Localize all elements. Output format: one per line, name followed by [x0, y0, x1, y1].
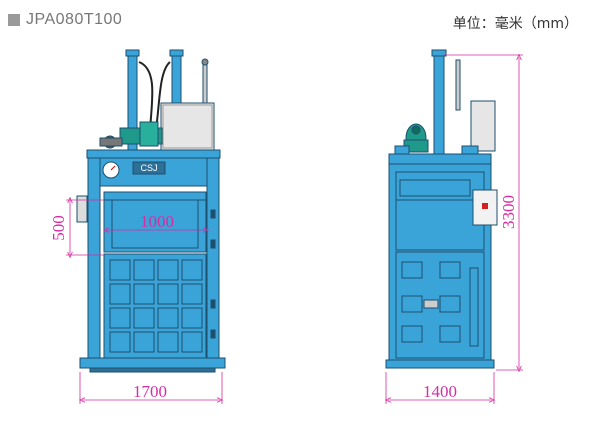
side-view	[385, 49, 498, 369]
side-electric-box	[472, 189, 498, 226]
emergency-stop-icon	[482, 203, 488, 209]
side-base	[385, 359, 495, 369]
front-view	[76, 49, 226, 373]
front-oil-tank	[160, 102, 215, 151]
unit-note: 单位：毫米（mm）	[452, 16, 578, 32]
side-dimension-lines	[386, 55, 523, 404]
model-title: JPA080T100	[26, 11, 123, 28]
front-dimension-lines	[66, 200, 222, 404]
front-cylinder-right	[171, 49, 182, 106]
side-cylinder	[433, 49, 445, 156]
front-bale-door	[103, 253, 207, 359]
front-frame-left	[87, 157, 101, 364]
dim-overall-depth: 1400	[423, 382, 457, 401]
brand-plate	[132, 161, 166, 175]
front-feed-door	[103, 191, 207, 253]
brand-plate-label: CSJ	[140, 163, 157, 173]
dim-overall-height: 3300	[499, 195, 518, 229]
model-square-icon	[8, 14, 20, 26]
side-oil-tank	[470, 100, 496, 152]
dim-feed-opening-height: 500	[49, 215, 68, 241]
front-control-panel	[76, 195, 88, 223]
dim-overall-width: 1700	[133, 382, 167, 401]
front-base	[79, 357, 226, 369]
dim-chamber-width: 1000	[140, 212, 174, 231]
